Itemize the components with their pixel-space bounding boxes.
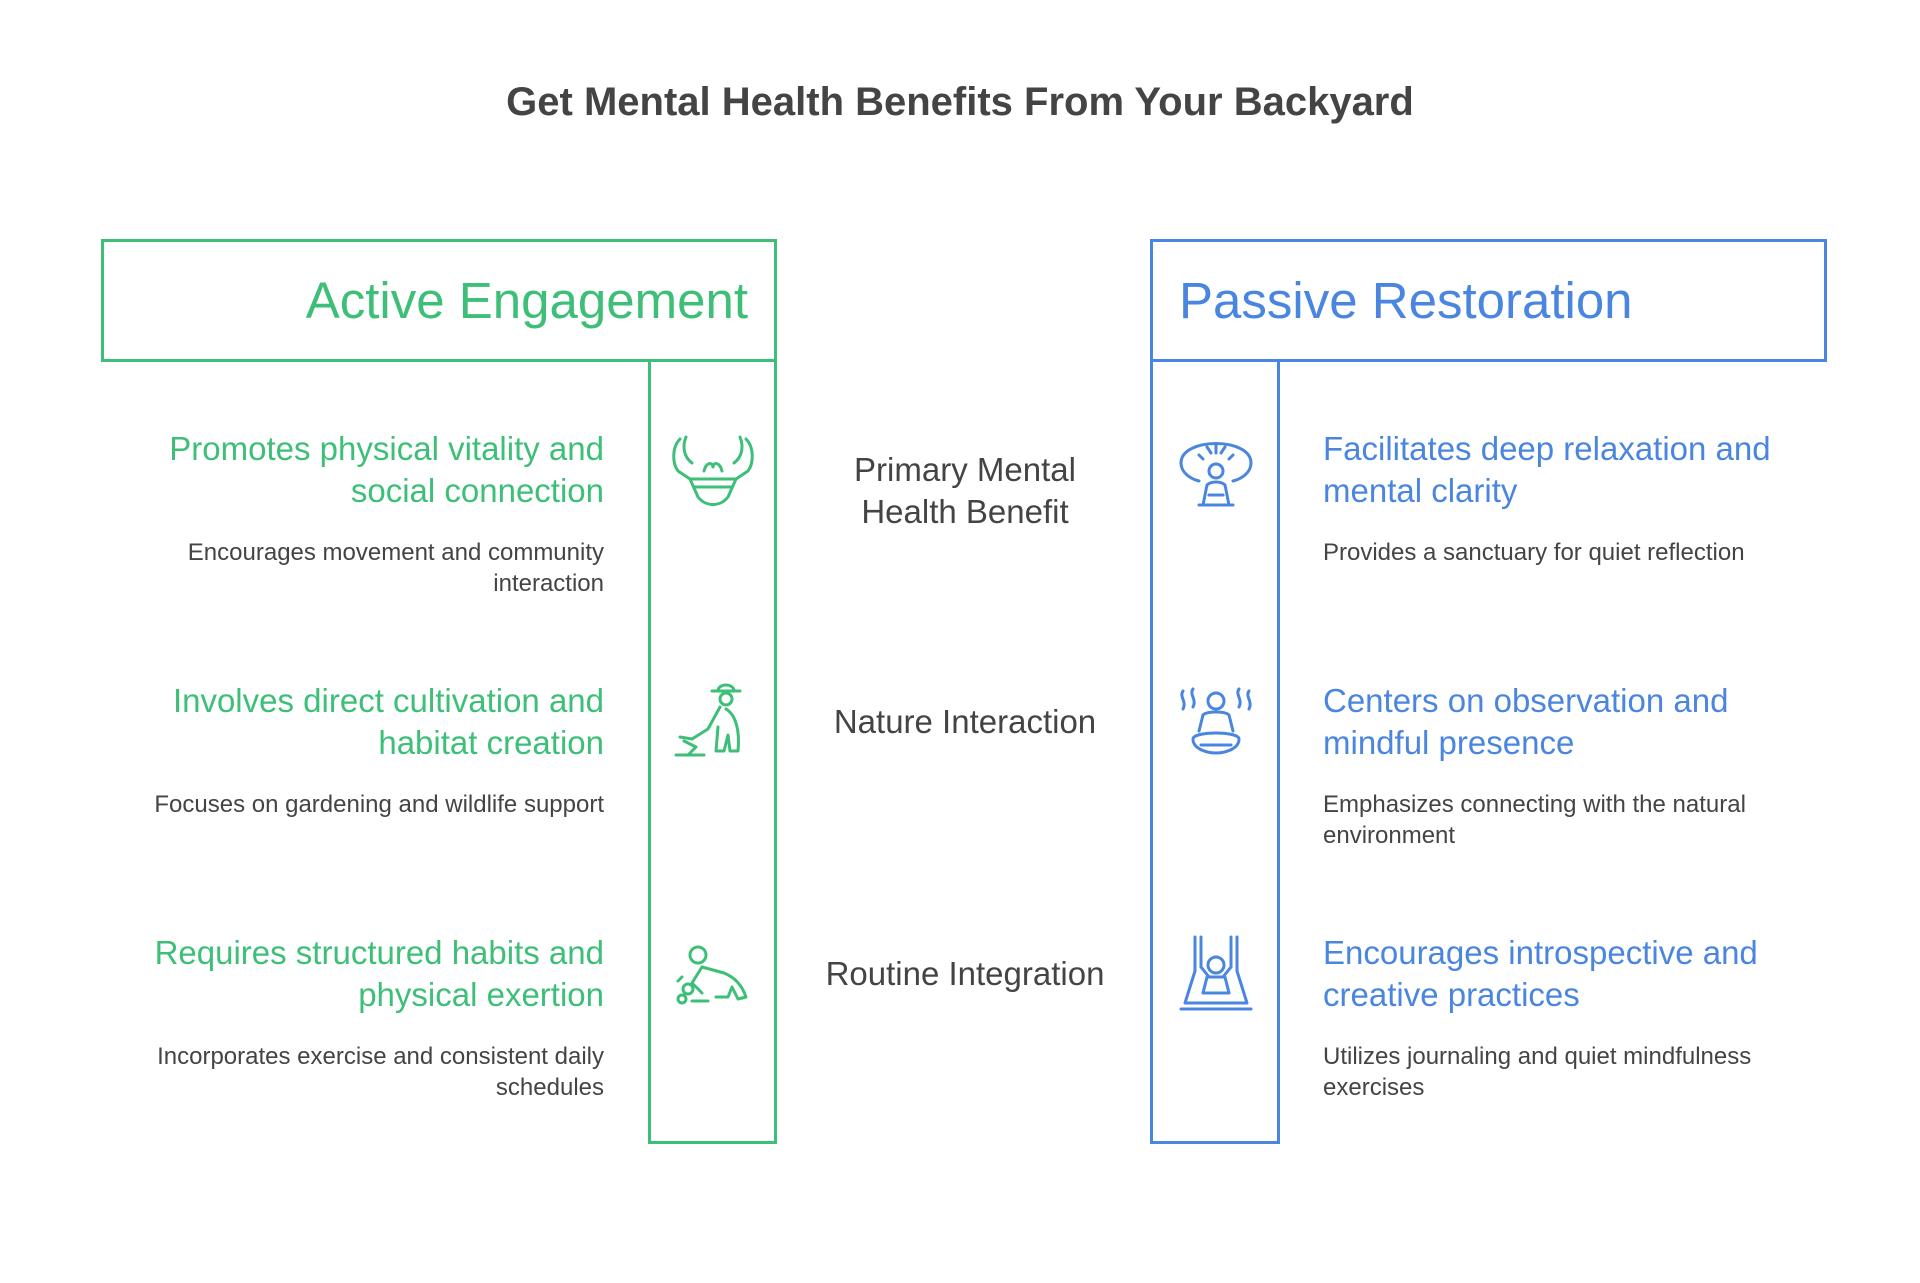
center-label-nature: Nature Interaction	[833, 703, 1097, 740]
meditation-mind-icon	[1171, 427, 1261, 517]
passive-item-3: Encourages introspective and creative pr…	[1323, 932, 1823, 1103]
active-item-title: Promotes physical vitality and social co…	[169, 430, 604, 509]
active-item-title: Requires structured habits and physical …	[154, 934, 604, 1013]
passive-item-2: Centers on observation and mindful prese…	[1323, 680, 1823, 851]
passive-item-desc: Provides a sanctuary for quiet reflectio…	[1323, 539, 1745, 566]
active-engagement-column	[648, 359, 777, 1144]
active-item-desc: Focuses on gardening and wildlife suppor…	[154, 791, 604, 818]
passive-item-desc: Utilizes journaling and quiet mindfulnes…	[1323, 1043, 1752, 1101]
page-title: Get Mental Health Benefits From Your Bac…	[506, 80, 1414, 124]
mindful-presence-icon	[1171, 679, 1261, 769]
passive-restoration-column	[1150, 359, 1280, 1144]
active-item-3: Requires structured habits and physical …	[110, 932, 604, 1103]
active-item-title: Involves direct cultivation and habitat …	[172, 682, 604, 761]
passive-restoration-header: Passive Restoration	[1150, 239, 1827, 362]
passive-item-title: Encourages introspective and creative pr…	[1323, 934, 1758, 1013]
passive-item-title: Facilitates deep relaxation and mental c…	[1323, 430, 1771, 509]
exercise-icon	[668, 931, 758, 1021]
gardener-icon	[668, 679, 758, 769]
center-label-routine: Routine Integration	[825, 955, 1105, 992]
active-item-desc: Encourages movement and community intera…	[187, 539, 604, 597]
hands-basket-icon	[668, 427, 758, 517]
active-item-2: Involves direct cultivation and habitat …	[110, 680, 604, 820]
passive-item-desc: Emphasizes connecting with the natural e…	[1323, 791, 1746, 849]
passive-item-title: Centers on observation and mindful prese…	[1323, 682, 1729, 761]
swing-icon	[1171, 931, 1261, 1021]
active-engagement-label: Active Engagement	[305, 272, 748, 329]
center-label-benefit: Primary Mental Health Benefit	[854, 451, 1076, 530]
passive-item-1: Facilitates deep relaxation and mental c…	[1323, 428, 1823, 568]
active-item-1: Promotes physical vitality and social co…	[110, 428, 604, 599]
active-engagement-header: Active Engagement	[101, 239, 777, 362]
active-item-desc: Incorporates exercise and consistent dai…	[157, 1043, 604, 1101]
passive-restoration-label: Passive Restoration	[1179, 272, 1633, 329]
